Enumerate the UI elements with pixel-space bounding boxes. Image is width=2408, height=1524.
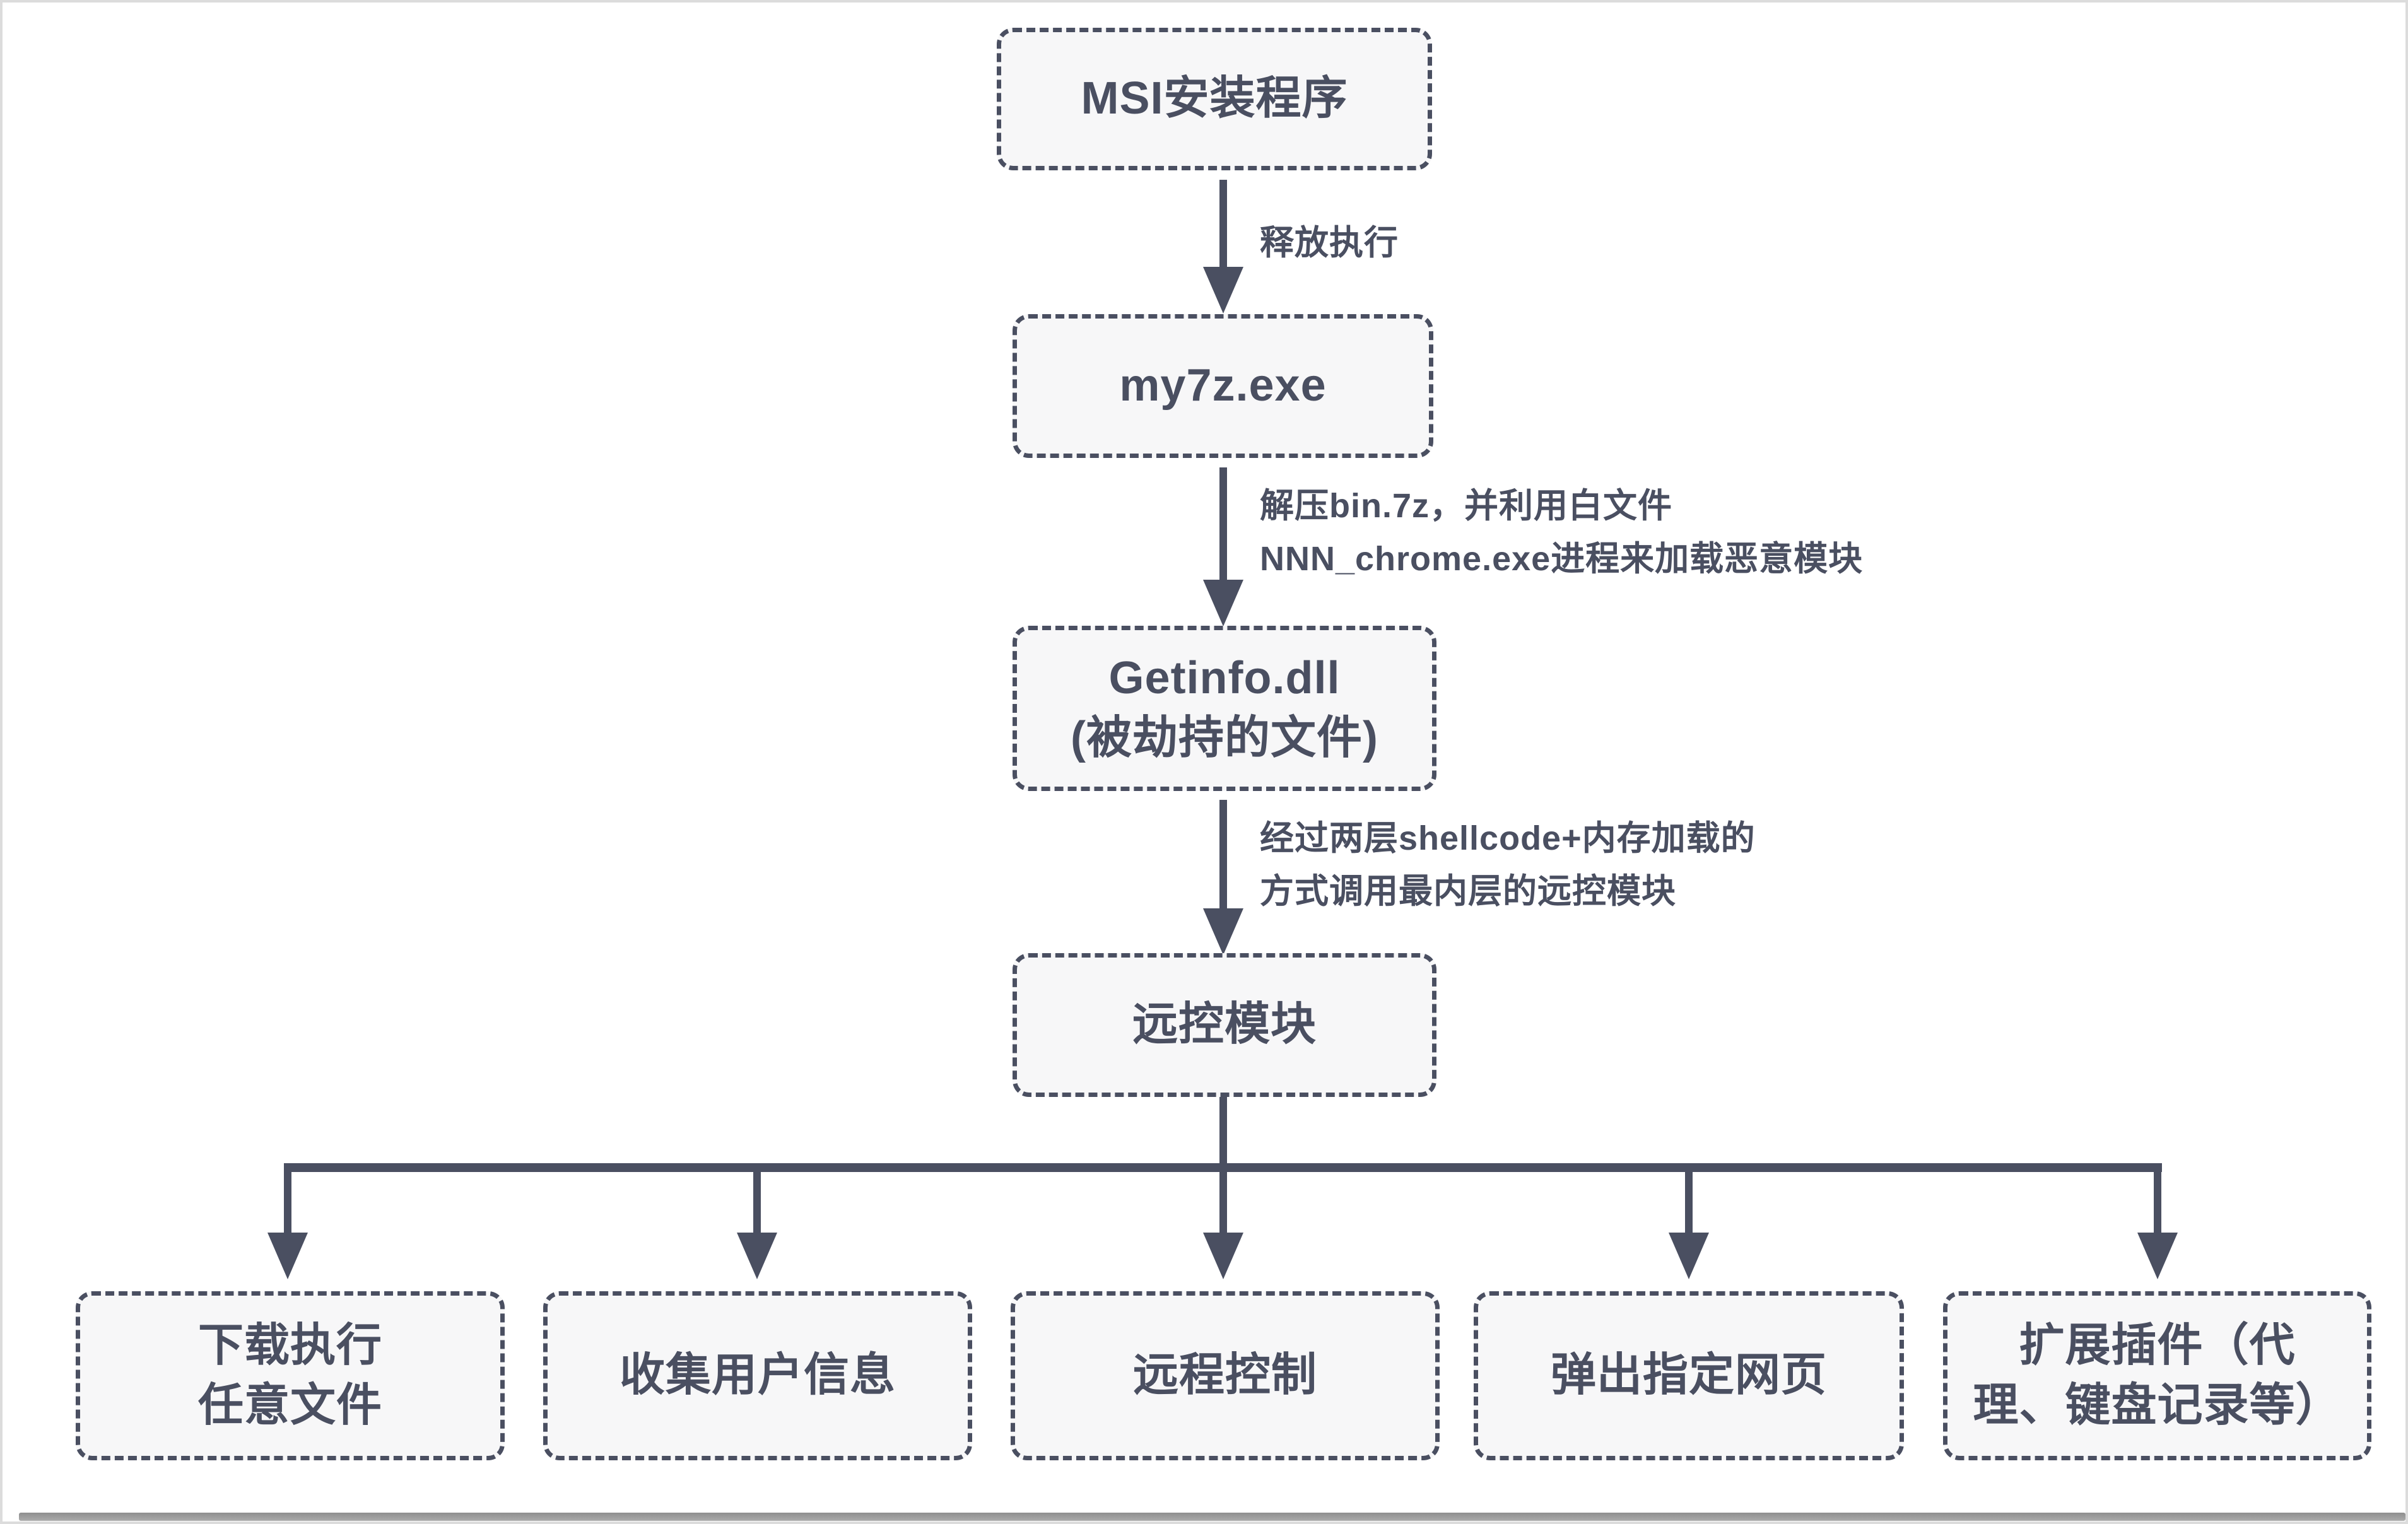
- arrow-line-getinfo-to-rat: [1219, 800, 1227, 908]
- edge-label-decompress: 解压bin.7z，并利用白文件 NNN_chrome.exe进程来加载恶意模块: [1260, 487, 1864, 578]
- connector-drop-line: [753, 1168, 761, 1233]
- node-getinfo-dll-label: Getinfo.dll (被劫持的文件): [1071, 652, 1378, 763]
- page-bottom-shadow-bar: [19, 1513, 2405, 1521]
- node-popup-webpage: 弹出指定网页: [1474, 1291, 1904, 1460]
- arrow-down-icon: [267, 1233, 308, 1279]
- node-getinfo-dll: Getinfo.dll (被劫持的文件): [1013, 626, 1436, 791]
- edge-label-drop-exec: 释放执行: [1260, 224, 1399, 262]
- node-extension-plugins-label: 扩展插件（代 理、键盘记录等）: [1973, 1320, 2342, 1431]
- node-my7z-exe-label: my7z.exe: [1119, 360, 1327, 411]
- connector-drop-line: [1685, 1168, 1693, 1233]
- node-collect-userinfo: 收集用户信息: [543, 1291, 972, 1460]
- connector-drop-line: [2154, 1168, 2161, 1233]
- arrow-line-my7z-to-getinfo: [1219, 467, 1227, 580]
- connector-horizontal-line: [284, 1163, 2162, 1172]
- arrow-down-icon: [1669, 1233, 1709, 1279]
- arrow-down-icon: [2137, 1233, 2178, 1279]
- node-popup-webpage-label: 弹出指定网页: [1550, 1350, 1827, 1401]
- node-remote-control-label: 远程控制: [1132, 1350, 1317, 1401]
- node-download-exec: 下载执行 任意文件: [76, 1291, 505, 1460]
- node-extension-plugins: 扩展插件（代 理、键盘记录等）: [1943, 1291, 2371, 1460]
- arrow-down-icon: [1203, 580, 1243, 626]
- node-msi-installer: MSI安装程序: [997, 28, 1432, 170]
- arrow-down-icon: [1203, 267, 1243, 314]
- node-remote-control: 远程控制: [1011, 1291, 1440, 1460]
- arrow-down-icon: [737, 1233, 777, 1279]
- node-rat-module-label: 远控模块: [1132, 999, 1317, 1050]
- arrow-down-icon: [1203, 1233, 1243, 1279]
- edge-label-shellcode: 经过两层shellcode+内存加载的 方式调用最内层的远控模块: [1260, 819, 1756, 910]
- node-download-exec-label: 下载执行 任意文件: [197, 1320, 382, 1431]
- node-rat-module: 远控模块: [1013, 953, 1436, 1097]
- node-msi-installer-label: MSI安装程序: [1081, 73, 1348, 124]
- node-my7z-exe: my7z.exe: [1013, 314, 1433, 458]
- arrow-down-icon: [1203, 908, 1243, 955]
- connector-drop-line: [284, 1168, 291, 1233]
- node-collect-userinfo-label: 收集用户信息: [619, 1350, 896, 1401]
- arrow-line-msi-to-my7z: [1219, 180, 1227, 267]
